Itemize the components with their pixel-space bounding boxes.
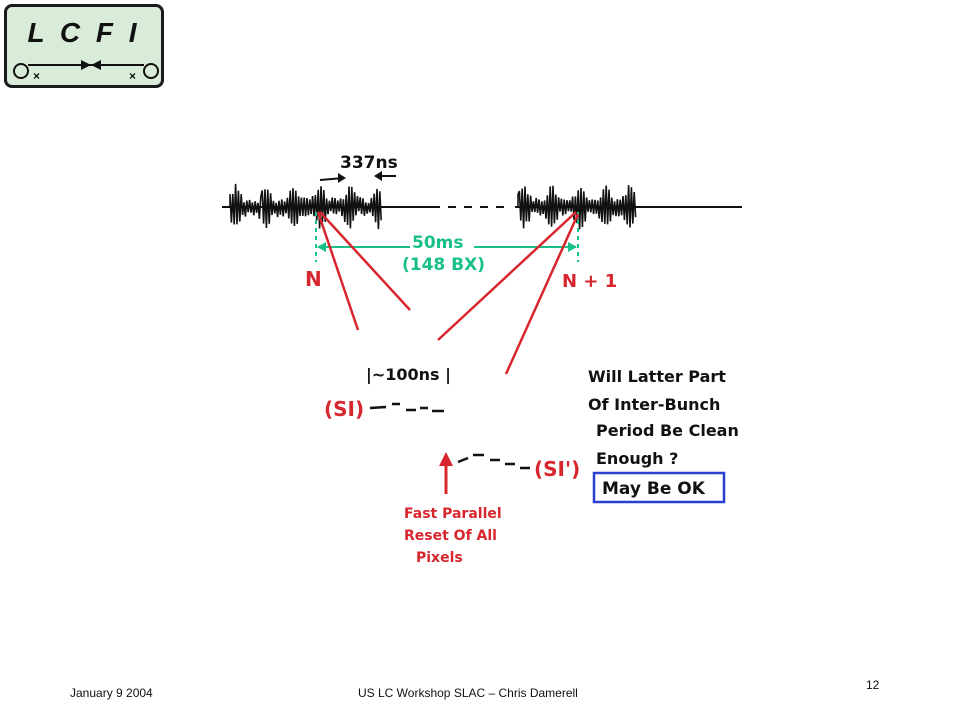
lcfi-logo: L C F I × ×: [4, 4, 164, 88]
si-prime-label: (SI'): [534, 457, 580, 481]
si-label: (SI): [324, 397, 364, 421]
question-line-4: Enough ?: [596, 449, 678, 468]
footer-date: January 9 2004: [70, 686, 153, 700]
bunch-train-n-plus-1: [517, 185, 637, 230]
footer-page-number: 12: [866, 678, 880, 692]
bunch-waveform: [517, 185, 637, 230]
question-line-2: Of Inter-Bunch: [588, 395, 720, 414]
logo-beams-graphic: × ×: [13, 60, 159, 83]
question-line-3: Period Be Clean: [596, 421, 739, 440]
train-gap-label: 50ms: [412, 233, 464, 253]
footer-title: US LC Workshop SLAC – Chris Damerell: [358, 686, 578, 700]
logo-text: L C F I: [27, 17, 141, 48]
reset-note-line-2: Reset Of All: [404, 528, 497, 544]
svg-text:×: ×: [33, 69, 40, 83]
train-n1-label: N + 1: [562, 271, 617, 292]
reset-note-line-3: Pixels: [416, 550, 463, 566]
svg-text:×: ×: [129, 69, 136, 83]
reset-note-line-1: Fast Parallel: [404, 506, 502, 522]
bunch-spacing-label: 337ns: [340, 153, 398, 173]
answer-box: [592, 471, 726, 504]
integration-window-label: |~100ns |: [366, 365, 451, 385]
train-gap-bx-label: (148 BX): [402, 255, 485, 275]
answer-box-text: May Be OK: [602, 479, 706, 499]
bunch-waveform: [229, 183, 382, 230]
train-n-label: N: [305, 267, 322, 291]
question-line-1: Will Latter Part: [588, 367, 726, 386]
bunch-train-n: [229, 183, 382, 230]
